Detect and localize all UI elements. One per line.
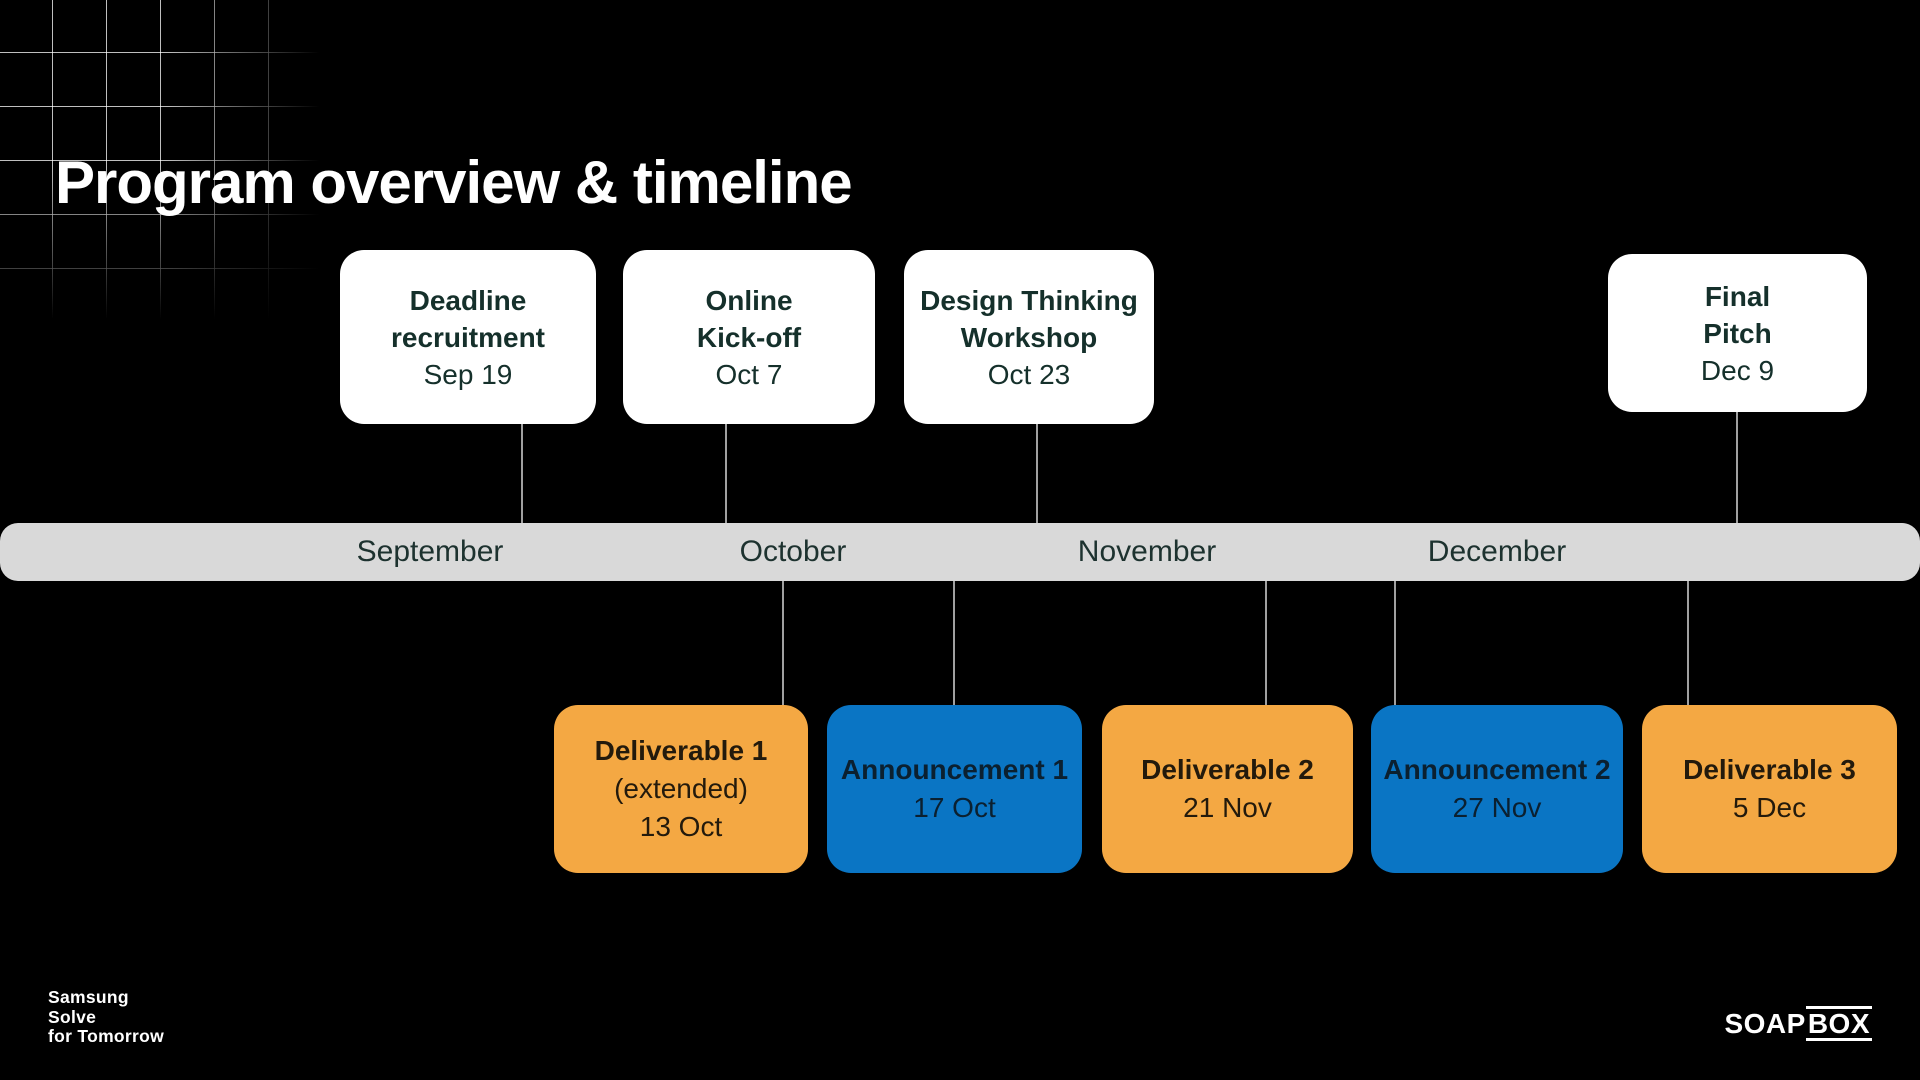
connector-line (1036, 424, 1038, 524)
milestone-card-online-kickoff: Online Kick-off Oct 7 (623, 250, 875, 424)
milestone-date: Oct 23 (987, 358, 1071, 390)
event-title: Announcement 1 (840, 754, 1069, 785)
event-card-deliverable-3: Deliverable 3 5 Dec (1642, 705, 1897, 873)
event-date: 17 Oct (913, 792, 996, 823)
connector-line (1265, 581, 1267, 705)
connector-line (953, 581, 955, 705)
decorative-grid-fade (0, 0, 336, 336)
event-title: Announcement 2 (1383, 754, 1611, 785)
month-label-october: October (739, 535, 847, 568)
samsung-logo-line: Samsung (48, 987, 129, 1007)
milestone-title-line: Pitch (1703, 317, 1772, 349)
milestone-title-line: Design Thinking (920, 284, 1138, 316)
milestone-title-line: Workshop (960, 321, 1098, 353)
event-subtitle: (extended) (614, 773, 748, 804)
event-date: 27 Nov (1452, 792, 1542, 823)
milestone-title-line: recruitment (390, 321, 546, 353)
milestone-title-line: Online (705, 284, 793, 316)
event-title: Deliverable 3 (1683, 754, 1856, 785)
soapbox-logo-boxed: BOX (1805, 1006, 1872, 1041)
samsung-logo-line: Solve (48, 1006, 97, 1027)
event-date: 13 Oct (639, 811, 723, 842)
connector-line (1736, 412, 1738, 524)
event-card-announcement-2: Announcement 2 27 Nov (1371, 705, 1623, 873)
milestone-date: Sep 19 (423, 358, 513, 390)
event-card-deliverable-2: Deliverable 2 21 Nov (1102, 705, 1353, 873)
connector-line (782, 581, 784, 705)
month-label-november: November (1077, 535, 1217, 568)
milestone-card-deadline-recruitment: Deadline recruitment Sep 19 (340, 250, 596, 424)
milestone-card-final-pitch: Final Pitch Dec 9 (1608, 254, 1867, 412)
event-title: Deliverable 1 (594, 735, 768, 766)
milestone-title-line: Final (1704, 280, 1771, 312)
timeline-bar (0, 523, 1920, 581)
page-title: Program overview & timeline (55, 149, 853, 216)
soapbox-logo-prefix: SOAP (1724, 1008, 1806, 1039)
event-date: 5 Dec (1732, 792, 1807, 823)
month-label-september: September (356, 535, 504, 568)
connector-line (1687, 581, 1689, 705)
milestone-title-line: Deadline (409, 284, 527, 316)
month-label-december: December (1427, 535, 1567, 568)
connector-line (521, 424, 523, 524)
milestone-date: Dec 9 (1700, 354, 1775, 386)
connector-line (725, 424, 727, 524)
milestone-card-design-thinking-workshop: Design Thinking Workshop Oct 23 (904, 250, 1154, 424)
event-title: Deliverable 2 (1141, 754, 1314, 785)
milestone-date: Oct 7 (715, 358, 783, 390)
soapbox-logo: SOAPBOX (1724, 1006, 1872, 1041)
event-card-announcement-1: Announcement 1 17 Oct (827, 705, 1082, 873)
event-date: 21 Nov (1183, 792, 1272, 823)
samsung-logo-line: for Tomorrow (48, 1026, 165, 1046)
connector-line (1394, 581, 1396, 705)
milestone-title-line: Kick-off (696, 321, 802, 353)
samsung-solve-for-tomorrow-logo: Samsung Solve for Tomorrow (48, 987, 165, 1047)
event-card-deliverable-1: Deliverable 1 (extended) 13 Oct (554, 705, 808, 873)
